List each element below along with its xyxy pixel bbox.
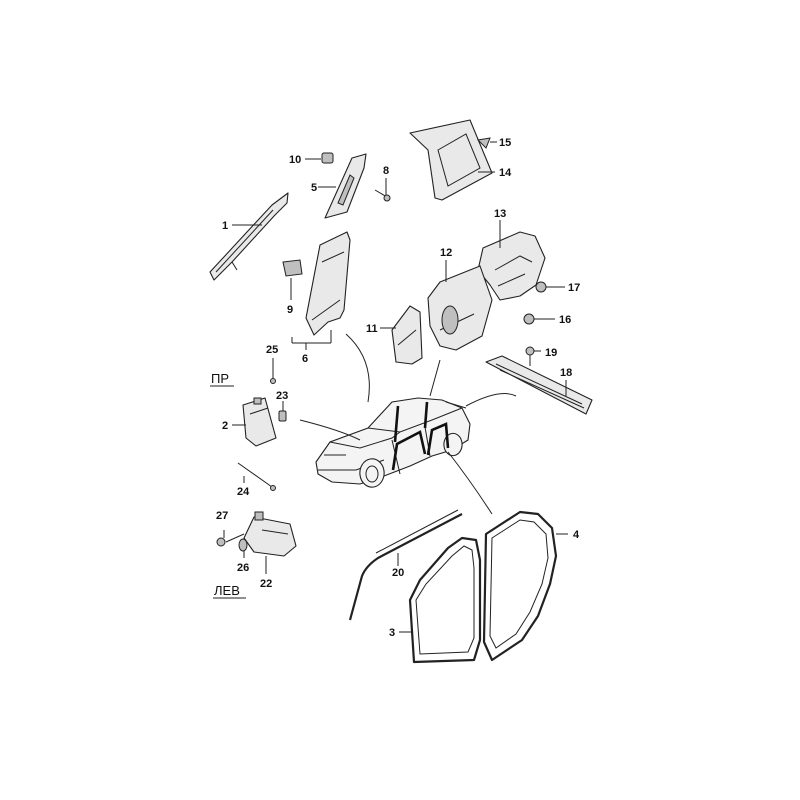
callout-2: 2	[222, 420, 228, 432]
callout-26: 26	[237, 562, 249, 574]
callout-3: 3	[389, 627, 395, 639]
part-8-screw	[374, 178, 391, 202]
callout-25: 25	[266, 344, 278, 356]
part-13-wheelhouse-trim	[477, 220, 546, 301]
part-14-quarter-upper-trim	[409, 119, 495, 201]
leader-lines	[299, 333, 517, 515]
side-label-right: ПР	[210, 371, 234, 387]
part-20-molding-strip	[348, 509, 463, 621]
callout-14: 14	[499, 167, 512, 179]
car-body	[315, 397, 471, 488]
callout-6: 6	[302, 353, 308, 365]
side-label-left: ЛЕВ	[213, 583, 246, 599]
part-12-rear-side-trim	[427, 260, 493, 351]
part-26-clip	[238, 538, 248, 558]
callout-1: 1	[222, 220, 228, 232]
callout-8: 8	[383, 165, 389, 177]
callout-19: 19	[545, 347, 557, 359]
svg-text:ЛЕВ: ЛЕВ	[214, 583, 240, 598]
part-10-clip	[305, 152, 334, 164]
part-1-front-pillar-trim	[209, 192, 289, 281]
callout-23: 23	[276, 390, 288, 402]
callout-20: 20	[392, 567, 404, 579]
part-19-fastener	[525, 346, 541, 366]
callout-13: 13	[494, 208, 506, 220]
part-16-clip	[523, 313, 555, 325]
callout-18: 18	[560, 367, 572, 379]
part-18-sill-plate	[485, 355, 593, 415]
callout-9: 9	[287, 304, 293, 316]
part-15-clip	[476, 137, 497, 149]
callout-24: 24	[237, 486, 250, 498]
callout-16: 16	[559, 314, 571, 326]
callout-12: 12	[440, 247, 452, 259]
part-6-pillar-lower-trim	[291, 231, 351, 350]
part-11-rear-pillar-trim	[380, 305, 423, 365]
part-3-front-door-seal	[399, 536, 482, 664]
part-5-pillar-upper-trim	[318, 153, 367, 219]
callout-27: 27	[216, 510, 228, 522]
callout-17: 17	[568, 282, 580, 294]
callout-11: 11	[366, 323, 378, 335]
part-4-rear-door-seal	[482, 510, 568, 662]
part-25-pin	[270, 358, 276, 384]
part-24-screw	[237, 462, 276, 491]
callout-labels: 1 2 3 4 5 6 8 9 10 11 12 13 14 15 16 17 …	[216, 137, 580, 639]
callout-4: 4	[573, 529, 580, 541]
callout-10: 10	[289, 154, 301, 166]
part-22-kick-panel-left	[243, 511, 297, 574]
part-27-screw	[216, 530, 245, 547]
callout-15: 15	[499, 137, 511, 149]
part-9-bracket	[282, 259, 303, 300]
callout-5: 5	[311, 182, 317, 194]
part-2-kick-panel-right	[232, 397, 277, 447]
part-17-clip	[535, 281, 565, 293]
callout-22: 22	[260, 578, 272, 590]
part-23-clip	[278, 401, 287, 422]
svg-text:ПР: ПР	[211, 371, 229, 386]
